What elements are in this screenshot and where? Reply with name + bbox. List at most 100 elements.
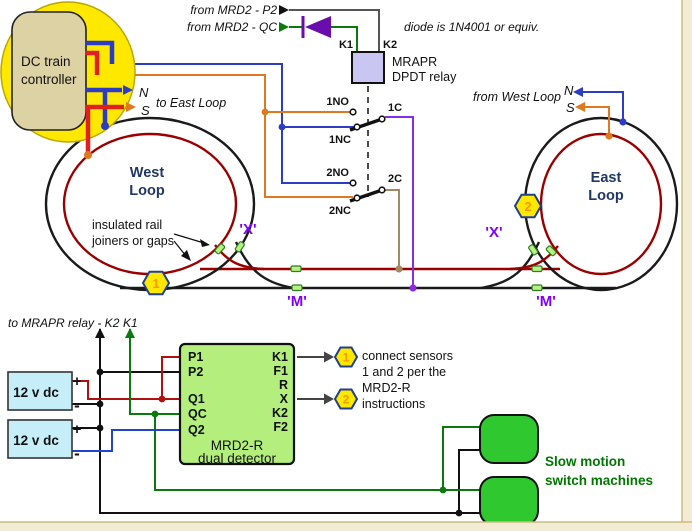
- gap-west-m-black: [291, 284, 303, 292]
- thick-blue-upper: [85, 40, 115, 64]
- battery-2-box: [7, 419, 73, 459]
- west-m-label: 'M': [287, 293, 307, 310]
- junction-blue: [278, 123, 286, 131]
- west-loop-label-1: West: [130, 165, 165, 181]
- to-east-loop-label: to East Loop: [156, 96, 226, 110]
- red-supply-net: [72, 356, 181, 400]
- gap-east-x-outer: [528, 244, 539, 256]
- east-s-label: S: [566, 100, 575, 115]
- contact-1nc-terminal: [353, 123, 361, 131]
- note-hexagon-1: [333, 346, 359, 368]
- wire-2c-tan: [385, 189, 400, 269]
- contact-1nc-label: 1NC: [329, 134, 351, 146]
- pin-qc: QC: [188, 407, 207, 421]
- relay-contacts: 1NO 1C 1NC 2NO 2C 2NC: [326, 96, 402, 217]
- dc-controller: DC train controller: [0, 1, 136, 159]
- detector-name-2: dual detector: [198, 451, 277, 466]
- machines-label-2: switch machines: [545, 473, 653, 488]
- contact-2nc-terminal: [353, 194, 361, 202]
- battery-1-plus: +: [73, 373, 82, 390]
- k1-arrow-label: K1: [123, 316, 138, 330]
- contact-2nc-label: 2NC: [329, 205, 351, 217]
- junction-red-q1: [158, 395, 166, 403]
- west-s-label: S: [141, 103, 150, 118]
- arrow-east-s-icon: [575, 102, 585, 112]
- note-arrow-icon-2: [324, 393, 334, 405]
- contact-2no-terminal: [349, 179, 357, 187]
- contact-1c-terminal: [378, 115, 386, 123]
- battery-1-label: 12 v dc: [13, 385, 59, 400]
- pin-f1: F1: [273, 364, 288, 378]
- wire-east-n-blue: [578, 91, 624, 122]
- contact-2c-label: 2C: [388, 173, 402, 185]
- note-line-1: connect sensors: [362, 349, 453, 363]
- wire-s-orange-trunk: [97, 74, 353, 198]
- east-m-label: 'M': [536, 293, 556, 310]
- controller-box: [11, 11, 87, 131]
- contact-2no-label: 2NO: [326, 167, 349, 179]
- west-n-label: N: [139, 85, 149, 100]
- joiner-arrow-icon-2: [181, 250, 191, 261]
- junction-black-machines: [455, 509, 463, 517]
- east-n-label: N: [564, 83, 574, 98]
- relay-head: from MRD2 - P2 from MRD2 - QC diode is 1…: [187, 3, 539, 197]
- junction-east-blue: [619, 118, 627, 126]
- relay-k2-label: K2: [383, 39, 397, 51]
- junction-purple-rail: [409, 284, 417, 292]
- junction-black-b2: [96, 424, 104, 432]
- bottom-wiring: [72, 328, 480, 517]
- junction-black-p2: [96, 368, 104, 376]
- contact-2c-terminal: [378, 186, 386, 194]
- pin-k2: K2: [272, 406, 288, 420]
- sensor-note: 1 2 connect sensors 1 and 2 per the MRD2…: [297, 346, 453, 411]
- switch-machines: Slow motion switch machines: [479, 414, 653, 526]
- note-hexagon-1-number: 1: [343, 351, 350, 365]
- battery-2-plus: +: [73, 421, 82, 438]
- from-west-loop-label: from West Loop: [473, 90, 561, 104]
- sensor-1-hexagon: [141, 270, 171, 296]
- gap-east-m-black: [531, 284, 543, 292]
- joiners-note-1: insulated rail: [92, 218, 162, 232]
- relay-output-wires: [385, 116, 417, 292]
- contact-1no-terminal: [349, 108, 357, 116]
- border-band-right: [682, 0, 692, 531]
- from-p2-label: from MRD2 - P2: [190, 3, 277, 17]
- switch-machine-1: [479, 414, 539, 464]
- wire-p2-gray: [289, 9, 380, 52]
- insulated-gaps: [214, 241, 557, 292]
- pin-r: R: [279, 378, 288, 392]
- west-x-label: 'X': [239, 221, 256, 238]
- mrd2-detector: P1 P2 Q1 QC Q2 K1 F1 R X K2 F2 MRD2-R du…: [178, 342, 296, 466]
- relay-name-2: DPDT relay: [392, 70, 457, 84]
- black-common-net: [72, 329, 480, 514]
- junction-black-b1: [96, 400, 104, 408]
- diode-note: diode is 1N4001 or equiv.: [404, 20, 539, 34]
- relay-coil-box: [351, 51, 385, 84]
- junction-tan-rail: [395, 265, 403, 273]
- joiner-arrow-line-1: [173, 233, 205, 244]
- pin-p1: P1: [188, 350, 203, 364]
- controller-label-2: controller: [21, 72, 77, 87]
- battery-1-minus: -: [74, 396, 80, 415]
- note-hexagon-2-number: 2: [343, 393, 350, 407]
- diode-icon: [305, 16, 331, 38]
- arrow-p2-icon: [279, 5, 289, 15]
- junction-east-orange: [605, 132, 613, 140]
- arrow-qc-icon: [279, 22, 289, 32]
- note-arrow-icon-1: [324, 351, 334, 363]
- gap-east-x-inner: [545, 245, 557, 257]
- sensor-2-number: 2: [524, 199, 531, 214]
- arrow-west-s-icon: [126, 102, 136, 112]
- joiners-note-2: joiners or gaps: [91, 234, 174, 248]
- east-x-label: 'X': [485, 224, 502, 241]
- relay-name-1: MRAPR: [392, 55, 437, 69]
- pin-q1: Q1: [188, 392, 205, 406]
- pin-x: X: [280, 392, 289, 406]
- arrow-east-n-icon: [573, 87, 583, 97]
- battery-1-box: [7, 371, 73, 411]
- contact-1c-label: 1C: [388, 102, 402, 114]
- battery-2-label: 12 v dc: [13, 433, 59, 448]
